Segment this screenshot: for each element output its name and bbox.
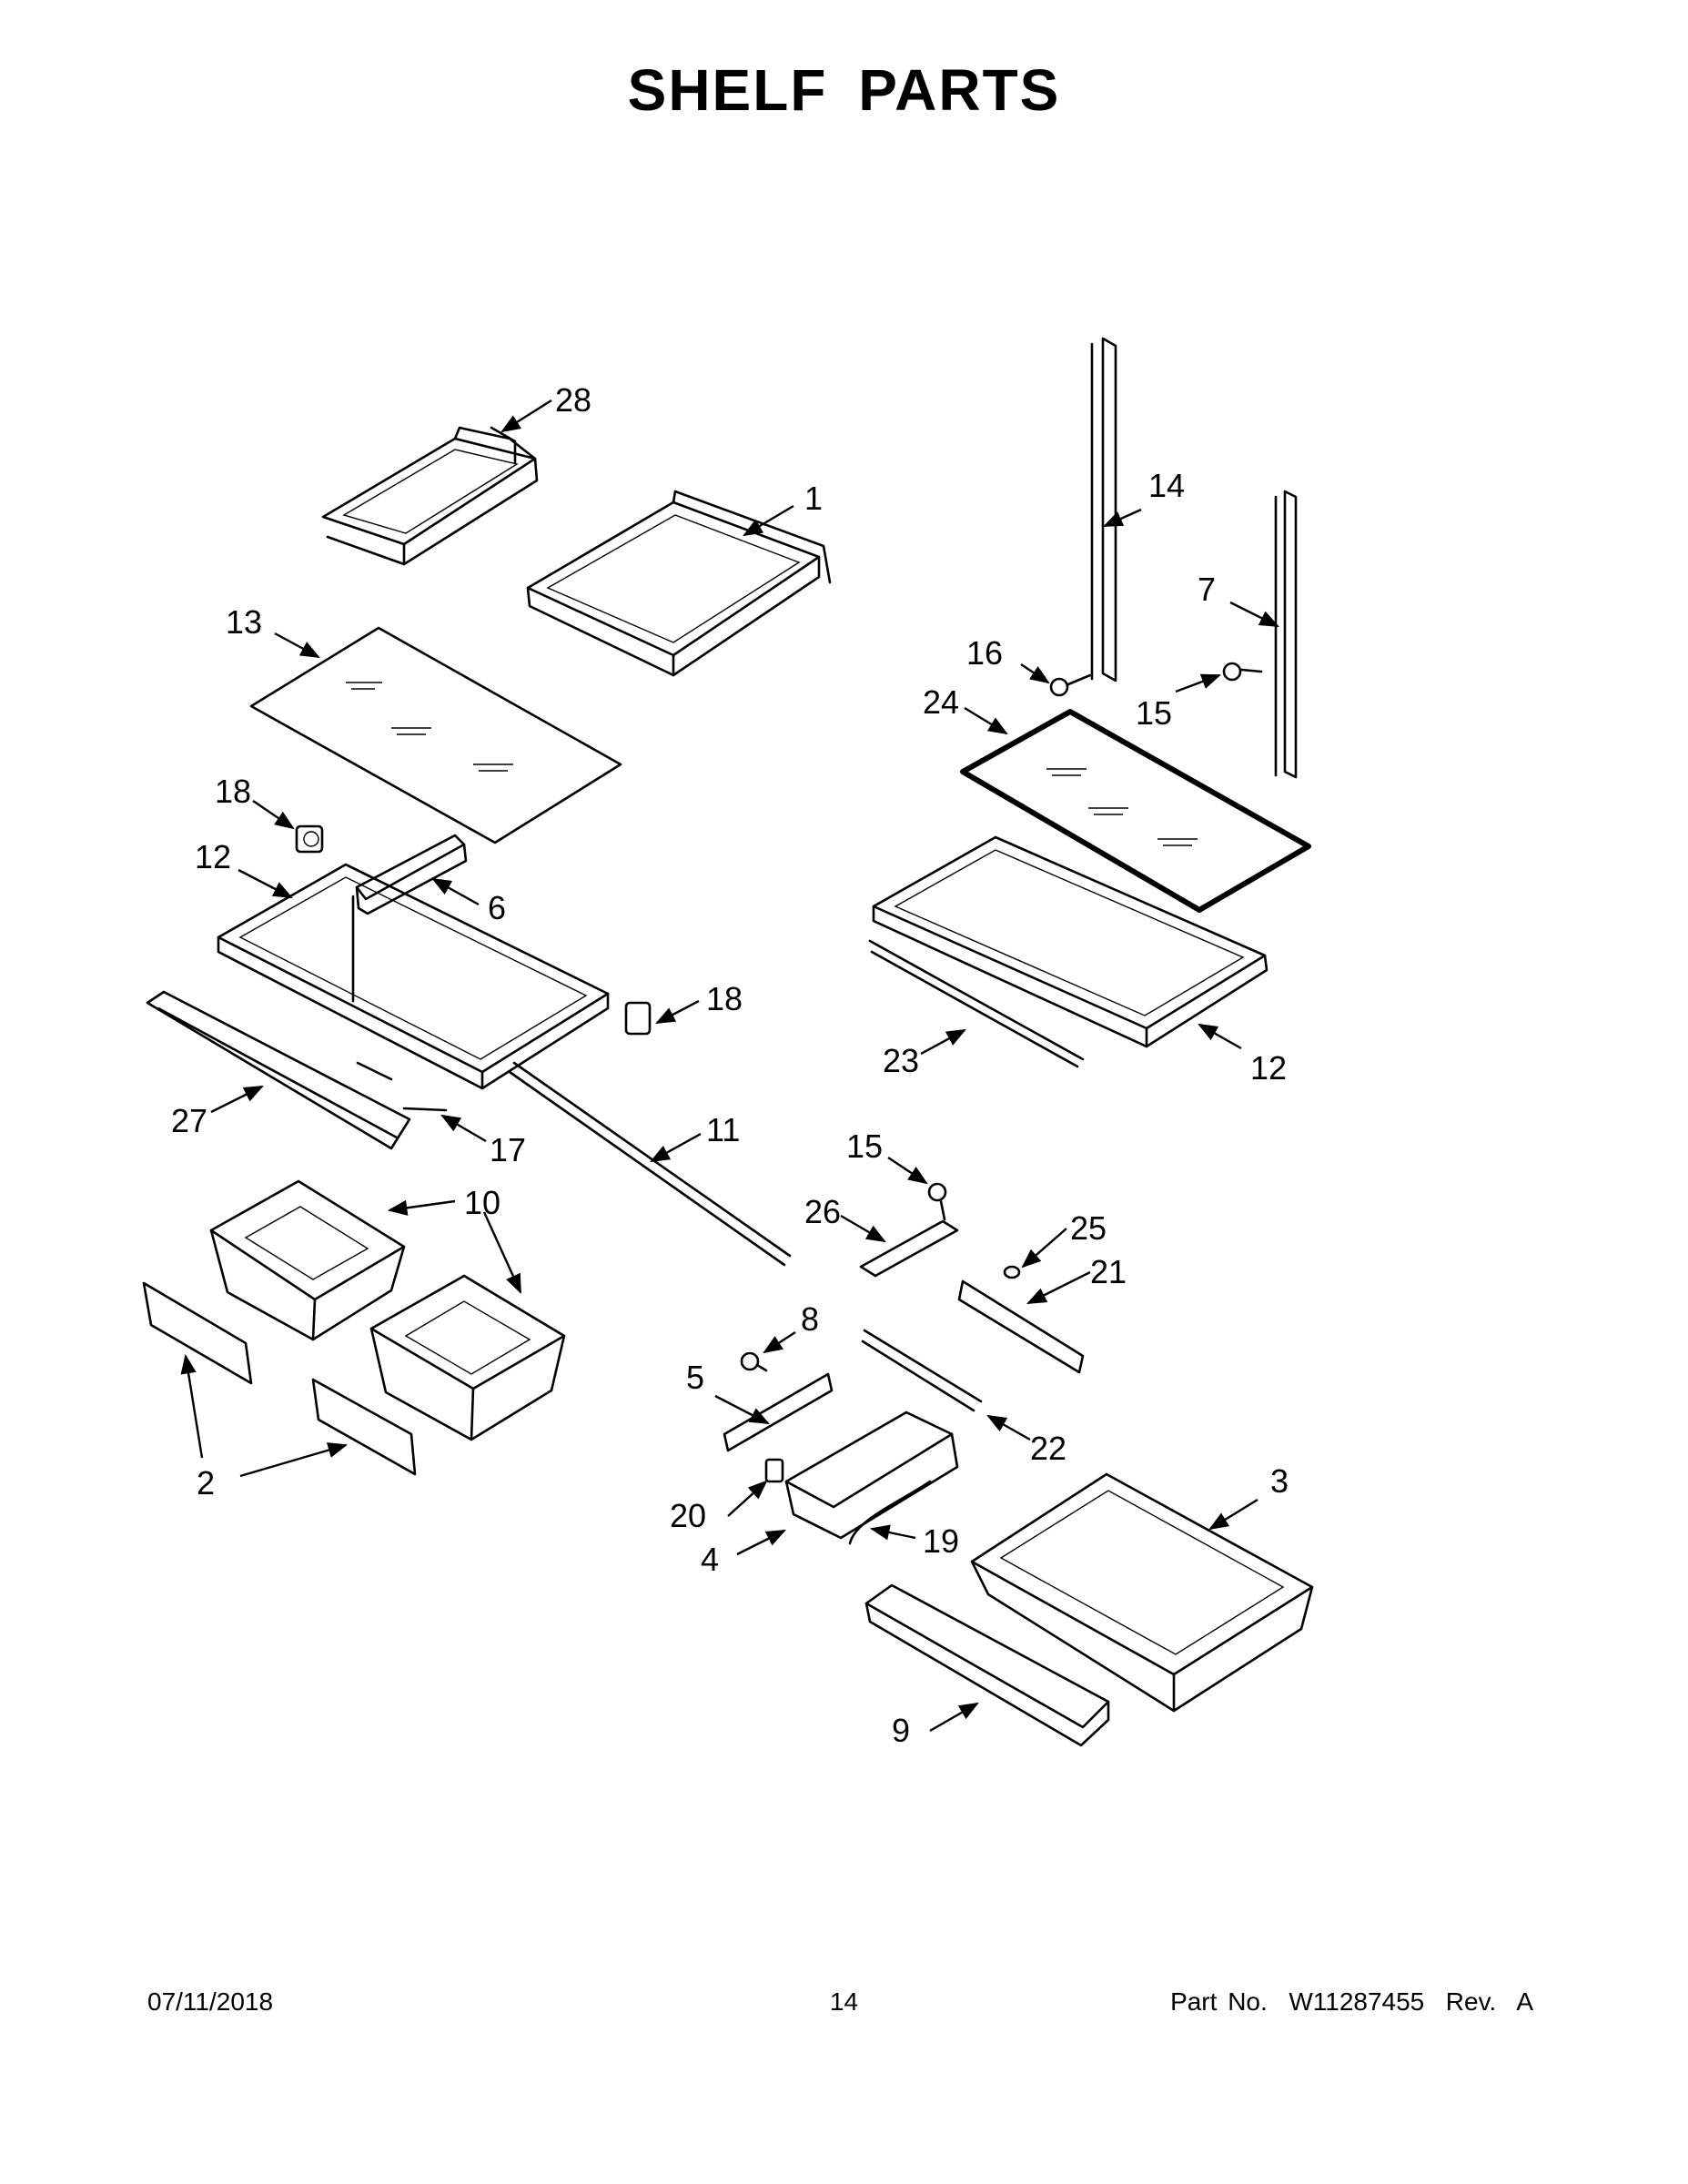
callout-15-b: 15 [846,1127,883,1165]
part-25-washer [1003,1265,1021,1279]
part-17-bracket [356,1061,448,1112]
part-5-bracket [723,1372,834,1452]
callout-22: 22 [1030,1430,1066,1467]
part-19-wire [848,1480,932,1545]
part-12-shelf-frame-right [872,835,1269,1048]
callout-26: 26 [804,1193,841,1230]
part-28-shelf-bin [321,426,539,566]
part-15-screw-b [927,1182,947,1221]
footer-page-number: 14 [829,1987,859,2016]
callout-21: 21 [1090,1253,1127,1290]
callout-1: 1 [804,480,823,517]
callout-19: 19 [923,1522,959,1560]
part-24-glass-panel [960,709,1311,913]
callout-13: 13 [226,603,262,641]
callout-2: 2 [197,1464,215,1502]
callout-8: 8 [801,1300,819,1338]
callout-27: 27 [171,1102,207,1139]
callout-18: 18 [215,773,251,810]
callout-16: 16 [966,634,1003,672]
footer-part-number: Part No. W11287455 Rev. A [1170,1987,1533,2016]
part-6-slide-rail [355,834,468,915]
callout-14: 14 [1148,467,1185,504]
callout-3: 3 [1270,1462,1289,1500]
callout-20: 20 [670,1497,706,1534]
part-26-bracket [859,1219,959,1278]
part-16-screw [1049,673,1092,697]
part-23-trim-strip [868,939,1085,1068]
callout-11: 11 [706,1111,740,1148]
part-18-clip-b [624,1001,652,1036]
part-12-shelf-frame-left [217,863,610,1090]
callout-28: 28 [555,381,591,419]
callout-10: 10 [464,1184,500,1221]
callout-12: 12 [195,838,231,875]
part-8-screw [740,1351,768,1372]
part-4-drawer-rail [784,1410,959,1540]
footer-date: 07/11/2018 [147,1987,274,2016]
part-14-upright-rail [1090,337,1117,682]
callout-18-b: 18 [706,980,743,1017]
part-13-glass-panel [249,626,622,844]
part-15-screw [1222,662,1263,682]
part-7-upright-rail [1274,490,1298,779]
part-20-clip [764,1458,784,1483]
callout-23: 23 [883,1042,919,1079]
part-10-crisper-drawer-a [209,1179,406,1341]
callout-6: 6 [488,889,506,926]
part-11-rod [508,1061,792,1267]
callout-leaders [180,399,1279,1733]
callout-4: 4 [701,1541,719,1578]
part-2-drawer-front-a [142,1281,253,1385]
part-10-crisper-drawer-b [369,1274,566,1441]
part-18-clip [295,824,324,854]
callout-25: 25 [1070,1209,1107,1247]
callout-17: 17 [490,1131,526,1168]
callout-24: 24 [923,683,959,721]
callout-15: 15 [1136,694,1172,732]
part-21-rail [957,1279,1085,1374]
callout-12-b: 12 [1250,1049,1287,1087]
callout-7: 7 [1198,571,1216,608]
part-2-drawer-front-b [311,1378,417,1476]
part-3-pantry-tray [970,1472,1314,1713]
callout-5: 5 [686,1359,704,1396]
part-27-trim-strip [146,990,411,1150]
callout-9: 9 [892,1712,910,1749]
part-22-rod [861,1329,983,1412]
part-9-pan-cover [864,1583,1110,1747]
callout-labels: 28 1 13 18 12 6 18 27 17 11 10 2 14 7 16… [171,381,1289,1749]
page-title: SHELF PARTS [627,57,1061,123]
part-1-shelf [526,490,832,677]
